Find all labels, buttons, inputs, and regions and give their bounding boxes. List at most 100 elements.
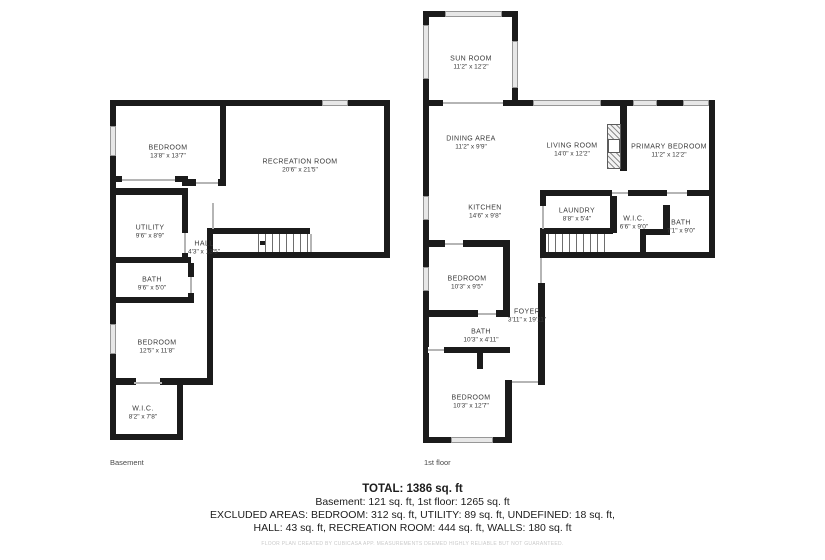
room-label-bedroom-lower: BEDROOM 12'5" x 11'8" — [138, 339, 177, 356]
wall — [540, 252, 715, 258]
wall — [110, 297, 194, 303]
wall — [110, 100, 116, 440]
wall — [110, 378, 136, 385]
room-dims: 7'1" x 9'0" — [666, 227, 696, 235]
room-name: BATH — [671, 219, 691, 227]
room-name: BEDROOM — [148, 144, 188, 152]
wall — [540, 196, 546, 206]
room-label-utility: UTILITY 9'6" x 8'9" — [136, 224, 165, 241]
wall — [540, 229, 546, 258]
room-label-recreation-room: RECREATION ROOM 20'6" x 21'5" — [262, 158, 337, 175]
room-name: PRIMARY BEDROOM — [631, 143, 707, 151]
excluded-areas-line1: EXCLUDED AREAS: BEDROOM: 312 sq. ft, UTI… — [210, 509, 615, 521]
wall — [110, 176, 122, 182]
window — [423, 196, 429, 220]
stairs-arrow-icon — [260, 241, 265, 245]
room-dims: 10'3" x 9'5" — [450, 283, 484, 291]
room-label-foyer: FOYER 3'11" x 19'11" — [508, 308, 546, 325]
window — [110, 324, 116, 354]
total-area: TOTAL: 1386 sq. ft — [362, 483, 463, 495]
room-dims: 8'8" x 5'4" — [562, 215, 592, 223]
room-label-bath-lower: BATH 10'3" x 4'11" — [463, 328, 498, 345]
door-opening — [540, 258, 542, 283]
door-opening — [443, 102, 503, 104]
wall — [503, 240, 510, 317]
door-opening — [612, 192, 628, 194]
wall — [610, 196, 617, 233]
room-dims: 11'2" x 9'9" — [455, 143, 487, 151]
window — [512, 41, 518, 88]
room-label-hall: HALL 4'3" x 13'5" — [188, 240, 220, 257]
room-label-laundry: LAUNDRY 8'8" x 5'4" — [559, 207, 595, 224]
room-name: UTILITY — [135, 224, 165, 232]
room-name: DINING AREA — [446, 135, 496, 143]
door-opening — [542, 206, 544, 229]
room-dims: 4'3" x 13'5" — [187, 248, 221, 256]
excluded-areas-line2: HALL: 43 sq. ft, RECREATION ROOM: 444 sq… — [253, 522, 572, 534]
disclaimer: FLOOR PLAN CREATED BY CUBICASA APP. MEAS… — [261, 541, 564, 547]
door-opening — [478, 313, 496, 315]
room-name: SUN ROOM — [450, 55, 492, 63]
wall — [175, 176, 188, 182]
room-label-sun-room: SUN ROOM 11'2" x 12'2" — [450, 55, 492, 72]
door-opening — [212, 203, 214, 229]
window — [110, 126, 116, 156]
room-dims: 10'3" x 12'7" — [453, 402, 489, 410]
room-dims: 14'0" x 12'2" — [554, 150, 590, 158]
floor-label-1st-floor: 1st floor — [424, 458, 451, 467]
wall — [160, 378, 213, 385]
door-opening — [196, 182, 218, 184]
stairs — [548, 234, 610, 252]
area-summary: TOTAL: 1386 sq. ft Basement: 121 sq. ft,… — [0, 482, 825, 547]
room-name: BEDROOM — [447, 275, 487, 283]
fireplace — [608, 139, 620, 153]
room-label-living-room: LIVING ROOM 14'0" x 12'2" — [546, 142, 597, 159]
wall — [213, 228, 310, 234]
room-dims: 9'6" x 5'0" — [137, 284, 167, 292]
wall — [188, 263, 194, 277]
stairs — [258, 234, 310, 252]
door-opening — [667, 192, 687, 194]
room-label-wic: W.I.C. 8'2" x 7'8" — [129, 405, 157, 422]
room-name: BEDROOM — [451, 394, 491, 402]
wall — [640, 235, 646, 258]
window — [451, 437, 493, 443]
wall — [207, 228, 213, 385]
room-label-bath: BATH 9'6" x 5'0" — [138, 276, 166, 293]
door-opening — [428, 349, 444, 351]
wall — [220, 100, 226, 185]
door-opening — [512, 381, 538, 383]
door-opening — [445, 243, 463, 245]
room-name: HALL — [194, 240, 214, 248]
wall — [423, 310, 510, 317]
wall — [640, 229, 670, 235]
window — [423, 267, 429, 291]
wall — [110, 434, 183, 440]
room-dims: 9'6" x 8'9" — [135, 232, 165, 240]
door-opening — [134, 382, 162, 384]
room-dims: 10'3" x 4'11" — [463, 336, 499, 344]
wall — [110, 188, 188, 195]
room-label-bedroom-upper: BEDROOM 13'8" x 13'7" — [149, 144, 188, 161]
wall — [505, 380, 512, 443]
window — [445, 11, 502, 17]
room-dims: 11'2" x 12'2" — [453, 63, 489, 71]
wall — [110, 257, 191, 263]
door-opening — [184, 233, 186, 253]
room-label-kitchen: KITCHEN 14'6" x 9'8" — [468, 204, 502, 221]
door-opening — [122, 179, 175, 181]
door-opening — [190, 277, 192, 293]
wall — [423, 347, 510, 353]
room-dims: 12'5" x 11'8" — [139, 347, 175, 355]
wall — [620, 105, 627, 171]
floor-areas: Basement: 121 sq. ft, 1st floor: 1265 sq… — [315, 496, 510, 508]
room-name: W.I.C. — [132, 405, 154, 413]
room-label-dining-area: DINING AREA 11'2" x 9'9" — [446, 135, 496, 152]
window — [683, 100, 709, 106]
window — [633, 100, 657, 106]
room-label-primary-bedroom: PRIMARY BEDROOM 11'2" x 12'2" — [631, 143, 707, 160]
room-name: W.I.C. — [623, 215, 645, 223]
room-name: BEDROOM — [137, 339, 177, 347]
room-dims: 3'11" x 19'11" — [507, 316, 547, 324]
